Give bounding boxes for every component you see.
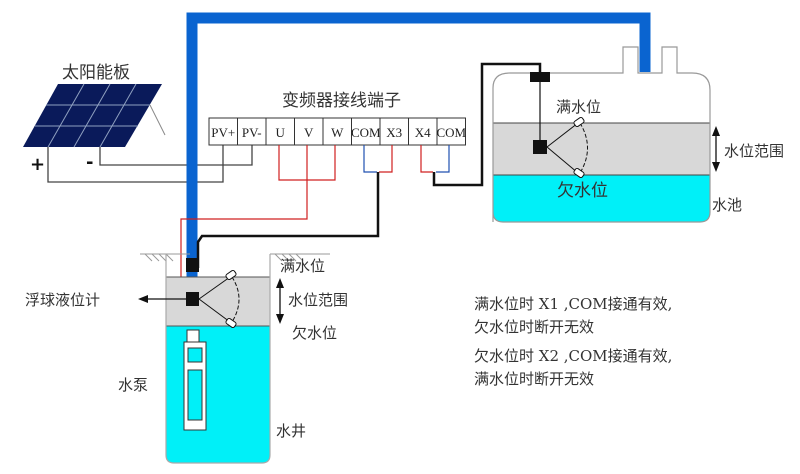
tank-name-label: 水池 xyxy=(712,196,742,214)
terminal-w-box xyxy=(322,117,352,146)
water-pipe xyxy=(186,12,651,330)
terminal-label: PV- xyxy=(242,125,262,140)
tank-water xyxy=(493,175,710,222)
well-name-label: 水井 xyxy=(276,422,306,440)
terminal-u-box xyxy=(265,117,295,146)
pump-label: 水泵 xyxy=(118,376,148,394)
panel-grid xyxy=(35,83,150,148)
terminal-label: W xyxy=(331,125,344,140)
tank-full-level-label: 满水位 xyxy=(556,98,601,116)
pump-connector xyxy=(186,329,200,343)
solar-panel: 太阳能板 + - xyxy=(23,63,166,175)
plus-sign: + xyxy=(30,154,45,175)
well-float-switch xyxy=(186,292,199,306)
panel-stand xyxy=(149,104,166,136)
well-full-level-label: 满水位 xyxy=(280,257,325,275)
well-range-label: 水位范围 xyxy=(288,291,348,309)
terminal-com-box xyxy=(436,117,466,146)
well-low-level-label: 欠水位 xyxy=(292,324,337,342)
terminal-label: X4 xyxy=(415,125,431,140)
note-line: 欠水位时断开无效 xyxy=(474,318,594,336)
terminal-label: PV+ xyxy=(211,125,235,140)
notes: 满水位时 X1 ,COM接通有效, 欠水位时断开无效 欠水位时 X2 ,COM接… xyxy=(474,295,672,388)
well-range-band xyxy=(166,277,270,326)
note-line: 满水位时断开无效 xyxy=(474,370,594,388)
terminal-pv-box xyxy=(237,117,267,146)
terminal-label: V xyxy=(304,125,314,140)
terminal-label: COM xyxy=(436,125,466,140)
solar-panel-label: 太阳能板 xyxy=(62,63,130,83)
minus-sign: - xyxy=(86,152,93,173)
tank-range-band xyxy=(493,123,710,175)
water-tank: 满水位 欠水位 水位范围 水池 xyxy=(492,46,784,223)
inverter-title: 变频器接线端子 xyxy=(282,91,401,111)
well-outline xyxy=(165,254,271,464)
tank-float-switch xyxy=(533,140,547,154)
note-line: 欠水位时 X2 ,COM接通有效, xyxy=(474,347,672,365)
terminal-label: COM xyxy=(351,125,381,140)
water-well: 满水位 水位范围 欠水位 浮球液位计 水泵 水井 xyxy=(25,253,348,464)
terminal-block: PV+ PV- U V W COM X3 X4 COM xyxy=(208,117,466,146)
terminal-label: X3 xyxy=(386,125,402,140)
ground-hatch xyxy=(144,253,304,262)
note-line: 满水位时 X1 ,COM接通有效, xyxy=(474,295,672,313)
well-sensor-cable xyxy=(196,172,380,268)
terminal-x3-box xyxy=(379,117,409,146)
tank-range-label: 水位范围 xyxy=(724,142,784,160)
terminal-v-box xyxy=(294,117,324,146)
tank-sensor-cable xyxy=(432,62,542,187)
tank-outline xyxy=(492,46,711,223)
tank-float-mount xyxy=(530,72,550,82)
terminal-label: U xyxy=(276,125,286,140)
float-gauge-label: 浮球液位计 xyxy=(25,291,100,309)
control-wires xyxy=(363,145,450,173)
well-full-switch xyxy=(186,258,199,272)
terminal-x4-box xyxy=(408,117,438,146)
tank-low-level-label: 欠水位 xyxy=(557,181,608,201)
terminal-com-box xyxy=(351,117,381,146)
well-water xyxy=(166,326,270,463)
solar-wires xyxy=(47,145,253,183)
